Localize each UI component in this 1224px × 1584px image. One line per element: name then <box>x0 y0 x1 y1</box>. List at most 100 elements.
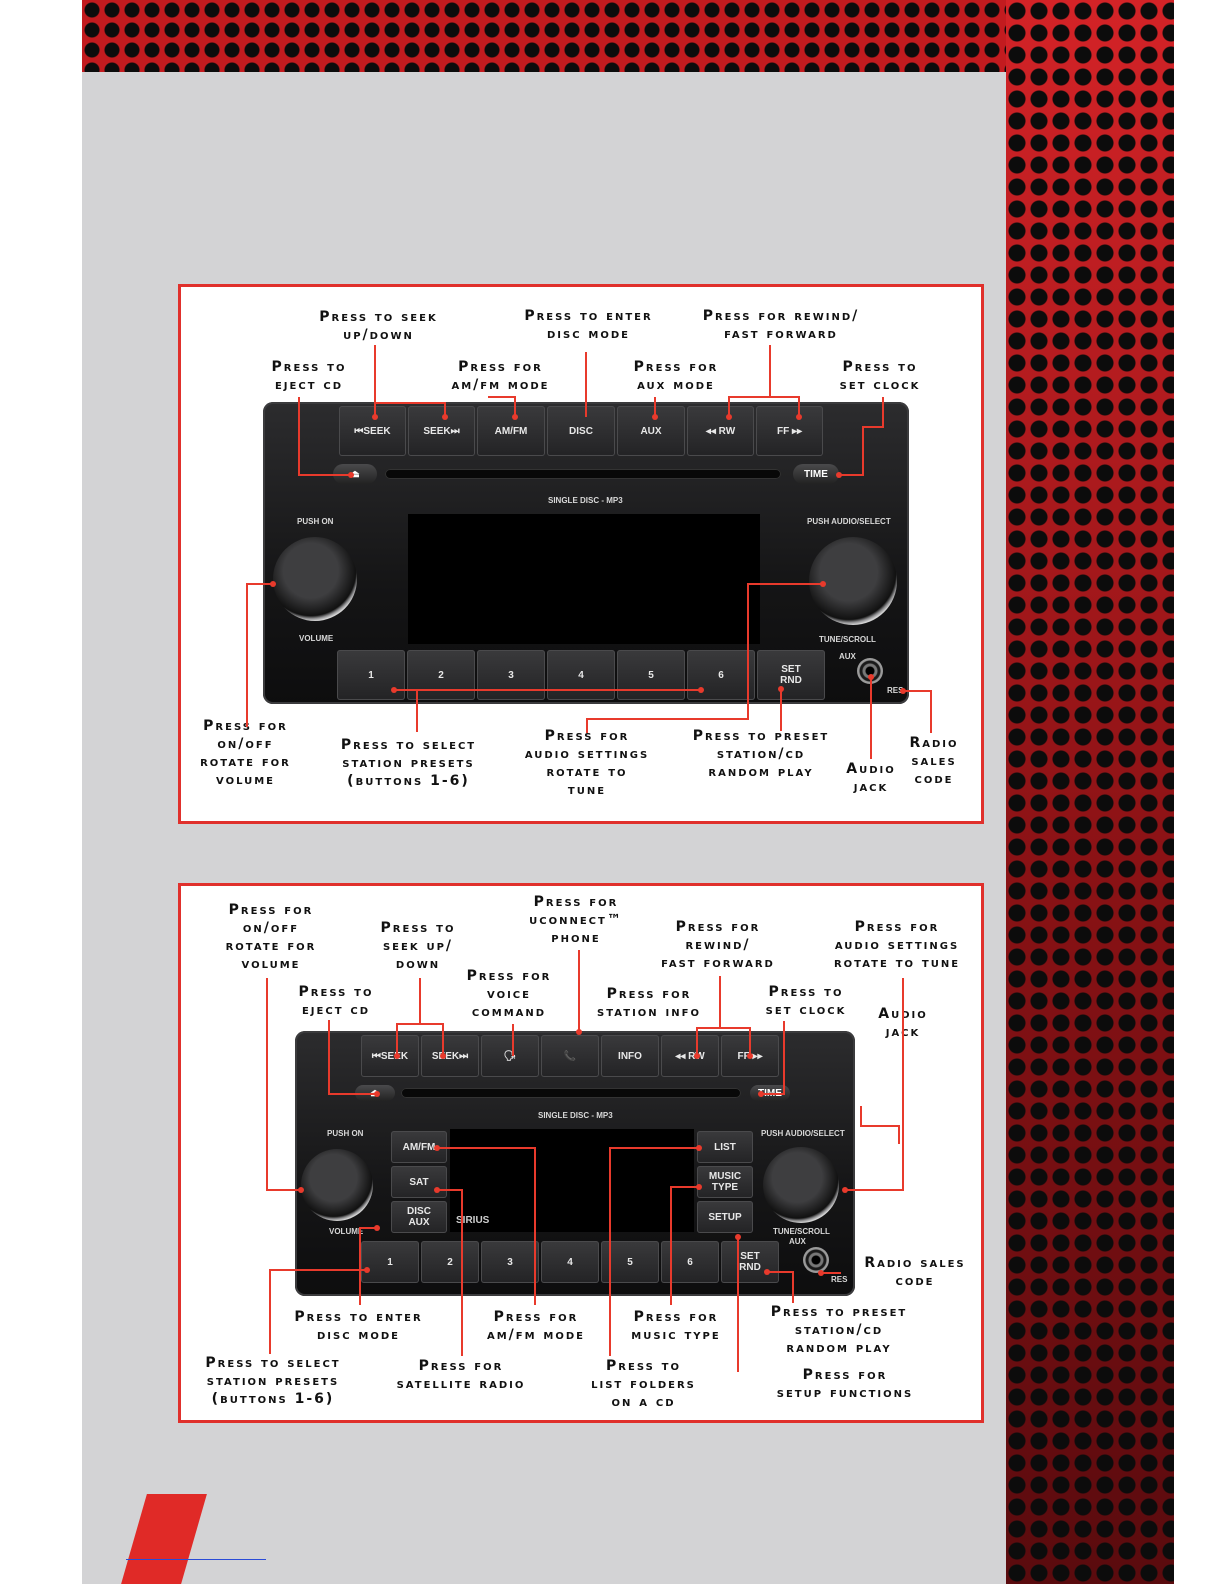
label-audio-jack: Audio Jack <box>835 760 907 796</box>
res-caption: RES <box>887 686 903 695</box>
radio-diagram-1: Press to Seek Up/Down Press to Enter Dis… <box>178 284 984 824</box>
audio-jack-2[interactable] <box>803 1247 829 1273</box>
seek-down-button[interactable]: ⏮SEEK <box>339 406 406 456</box>
label2-presets: Press to Select Station Presets (buttons… <box>183 1354 363 1408</box>
sat-button[interactable]: SAT <box>391 1166 447 1198</box>
push-on-caption: PUSH ON <box>297 517 333 526</box>
volume-knob[interactable] <box>273 537 357 621</box>
time-button[interactable]: TIME <box>793 464 839 484</box>
preset-2-button-2[interactable]: 2 <box>421 1241 479 1283</box>
preset-5-button-2[interactable]: 5 <box>601 1241 659 1283</box>
radio2-unit: ⏮SEEK SEEK⏭ 🗣 📞 INFO ◂◂ RW FF ▸▸ ⏏ TIME … <box>295 1031 855 1296</box>
setup-button[interactable]: SETUP <box>697 1201 753 1233</box>
label-clock: Press to Set Clock <box>825 358 935 394</box>
tune-knob-2[interactable] <box>763 1147 839 1223</box>
push-audio-caption-2: PUSH AUDIO/SELECT <box>761 1129 845 1138</box>
preset-1-button[interactable]: 1 <box>337 650 405 700</box>
label2-audio: Press for Audio Settings Rotate to Tune <box>809 918 985 972</box>
aux-button[interactable]: AUX <box>617 406 685 456</box>
rewind-button[interactable]: ◂◂ RW <box>687 406 754 456</box>
label2-preset-station: Press to Preset Station/CD Random Play <box>749 1303 929 1357</box>
label-rewind: Press for Rewind/ Fast Forward <box>681 307 881 343</box>
seek-up-button-2[interactable]: SEEK⏭ <box>421 1035 479 1077</box>
preset-3-button[interactable]: 3 <box>477 650 545 700</box>
label2-disc: Press to Enter Disc Mode <box>271 1308 446 1344</box>
sirius-logo: SIRIUS <box>456 1215 489 1226</box>
label-amfm: Press for AM/FM Mode <box>433 358 568 394</box>
label-onoff: Press for ON/OFF Rotate for Volume <box>183 717 308 789</box>
tune-knob[interactable] <box>809 537 897 625</box>
display-screen-2: SIRIUS <box>450 1129 694 1232</box>
preset-6-button-2[interactable]: 6 <box>661 1241 719 1283</box>
preset-2-button[interactable]: 2 <box>407 650 475 700</box>
tune-scroll-caption-2: TUNE/SCROLL <box>773 1227 830 1236</box>
label2-sat: Press for Satellite Radio <box>376 1357 546 1393</box>
label2-music: Press for Music Type <box>611 1308 741 1344</box>
display-screen <box>408 514 760 644</box>
eject-button[interactable]: ⏏ <box>333 464 377 484</box>
tune-scroll-caption: TUNE/SCROLL <box>819 635 876 644</box>
preset-6-button[interactable]: 6 <box>687 650 755 700</box>
cd-slot <box>385 469 781 479</box>
preset-1-button-2[interactable]: 1 <box>361 1241 419 1283</box>
label2-onoff: Press for ON/OFF Rotate for Volume <box>206 901 336 973</box>
label2-rewind: Press for Rewind/ Fast Forward <box>643 918 793 972</box>
phone-icon[interactable]: 📞 <box>541 1035 599 1077</box>
disc-caption: SINGLE DISC - MP3 <box>548 496 623 505</box>
seek-up-button[interactable]: SEEK⏭ <box>408 406 475 456</box>
label-eject: Press to Eject CD <box>259 358 359 394</box>
radio-unit: ⏮SEEK SEEK⏭ AM/FM DISC AUX ◂◂ RW FF ▸▸ ⏏… <box>263 402 909 704</box>
music-type-button[interactable]: MUSIC TYPE <box>697 1166 753 1198</box>
label2-setup: Press for Setup Functions <box>755 1366 935 1402</box>
label2-phone: Press for Uconnect™ Phone <box>511 893 641 947</box>
amfm-button-2[interactable]: AM/FM <box>391 1131 447 1163</box>
label2-amfm: Press for AM/FM Mode <box>465 1308 607 1344</box>
preset-4-button[interactable]: 4 <box>547 650 615 700</box>
info-button[interactable]: INFO <box>601 1035 659 1077</box>
fast-forward-button[interactable]: FF ▸▸ <box>756 406 823 456</box>
label-preset-station: Press to Preset Station/CD Random Play <box>671 727 851 781</box>
label2-jack: Audio Jack <box>863 1005 943 1041</box>
footer-link-underline[interactable] <box>126 1559 266 1560</box>
volume-caption-2: VOLUME <box>329 1227 363 1236</box>
amfm-button[interactable]: AM/FM <box>477 406 545 456</box>
label2-seek: Press to Seek Up/ Down <box>363 919 473 973</box>
volume-caption: VOLUME <box>299 634 333 643</box>
preset-5-button[interactable]: 5 <box>617 650 685 700</box>
fast-forward-button-2[interactable]: FF ▸▸ <box>721 1035 779 1077</box>
set-rnd-button[interactable]: SET RND <box>757 650 825 700</box>
volume-knob-2[interactable] <box>301 1149 373 1221</box>
label-audio: Press for Audio Settings Rotate to Tune <box>503 727 671 799</box>
aux-caption-2: AUX <box>789 1237 806 1246</box>
rewind-button-2[interactable]: ◂◂ RW <box>661 1035 719 1077</box>
voice-command-icon[interactable]: 🗣 <box>481 1035 539 1077</box>
seek-down-button-2[interactable]: ⏮SEEK <box>361 1035 419 1077</box>
preset-3-button-2[interactable]: 3 <box>481 1241 539 1283</box>
label2-info: Press for Station Info <box>579 985 719 1021</box>
cd-slot-2 <box>401 1088 741 1098</box>
label-aux: Press for Aux Mode <box>621 358 731 394</box>
disc-button[interactable]: DISC <box>547 406 615 456</box>
label2-voice: Press for Voice Command <box>449 967 569 1021</box>
aux-caption: AUX <box>839 652 856 661</box>
push-audio-caption: PUSH AUDIO/SELECT <box>807 517 891 526</box>
push-on-caption-2: PUSH ON <box>327 1129 363 1138</box>
radio-diagram-2: Press for ON/OFF Rotate for Volume Press… <box>178 883 984 1423</box>
label2-clock: Press to Set Clock <box>746 983 866 1019</box>
disc-aux-button[interactable]: DISC AUX <box>391 1201 447 1233</box>
label-presets: Press to Select Station Presets (buttons… <box>321 736 496 790</box>
audio-jack[interactable] <box>857 658 883 684</box>
time-button-2[interactable]: TIME <box>750 1085 790 1101</box>
eject-button-2[interactable]: ⏏ <box>355 1085 395 1101</box>
set-rnd-button-2[interactable]: SET RND <box>721 1241 779 1283</box>
speaker-grille-right <box>1006 0 1174 1584</box>
label2-eject: Press to Eject CD <box>281 983 391 1019</box>
res-caption-2: RES <box>831 1275 847 1284</box>
label-disc-mode: Press to Enter Disc Mode <box>501 307 676 343</box>
label2-list: Press to List Folders on a CD <box>571 1357 716 1411</box>
list-button[interactable]: LIST <box>697 1131 753 1163</box>
label2-sales: Radio Sales Code <box>849 1254 981 1290</box>
label-sales-code: Radio Sales Code <box>899 734 969 788</box>
disc-caption-2: SINGLE DISC - MP3 <box>538 1111 613 1120</box>
preset-4-button-2[interactable]: 4 <box>541 1241 599 1283</box>
